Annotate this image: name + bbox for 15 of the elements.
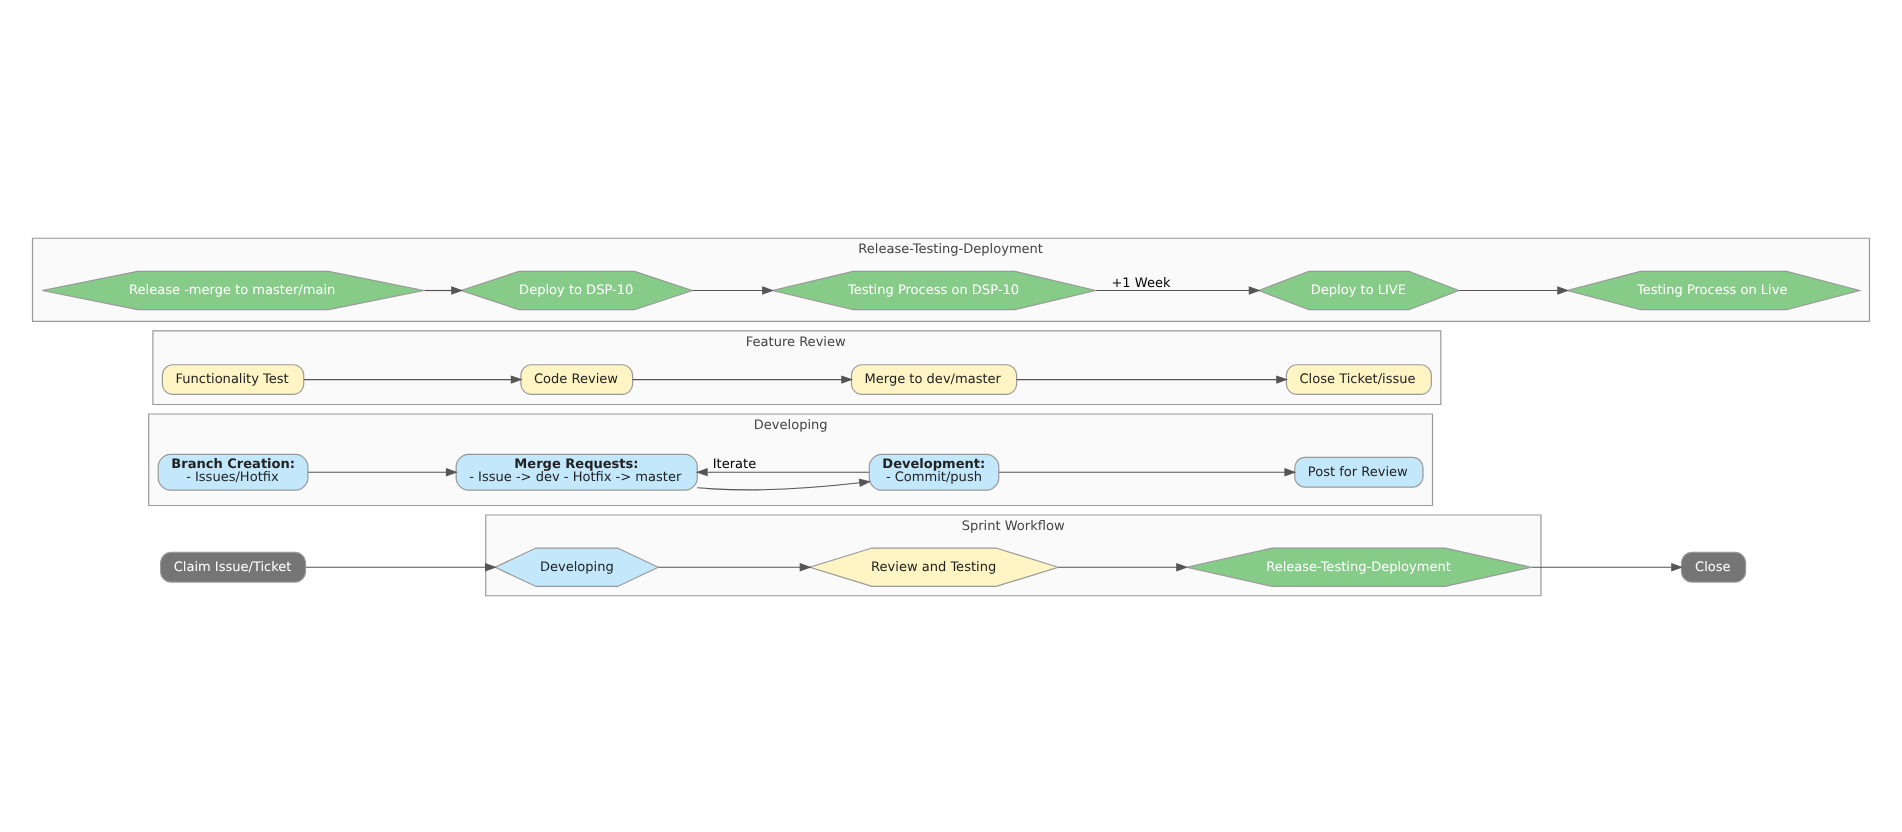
arrow <box>1057 562 1189 571</box>
arrow <box>305 562 497 571</box>
arrow <box>696 477 872 490</box>
arrow <box>1458 285 1570 294</box>
arrow <box>657 562 812 571</box>
arrow <box>303 374 523 383</box>
arrow <box>307 467 458 476</box>
arrow <box>691 285 775 294</box>
arrow <box>998 467 1297 476</box>
arrow <box>1095 285 1261 294</box>
arrow <box>423 285 464 294</box>
arrow <box>695 467 870 476</box>
arrow <box>1530 562 1684 571</box>
arrow <box>1016 374 1289 383</box>
arrow <box>632 374 854 383</box>
